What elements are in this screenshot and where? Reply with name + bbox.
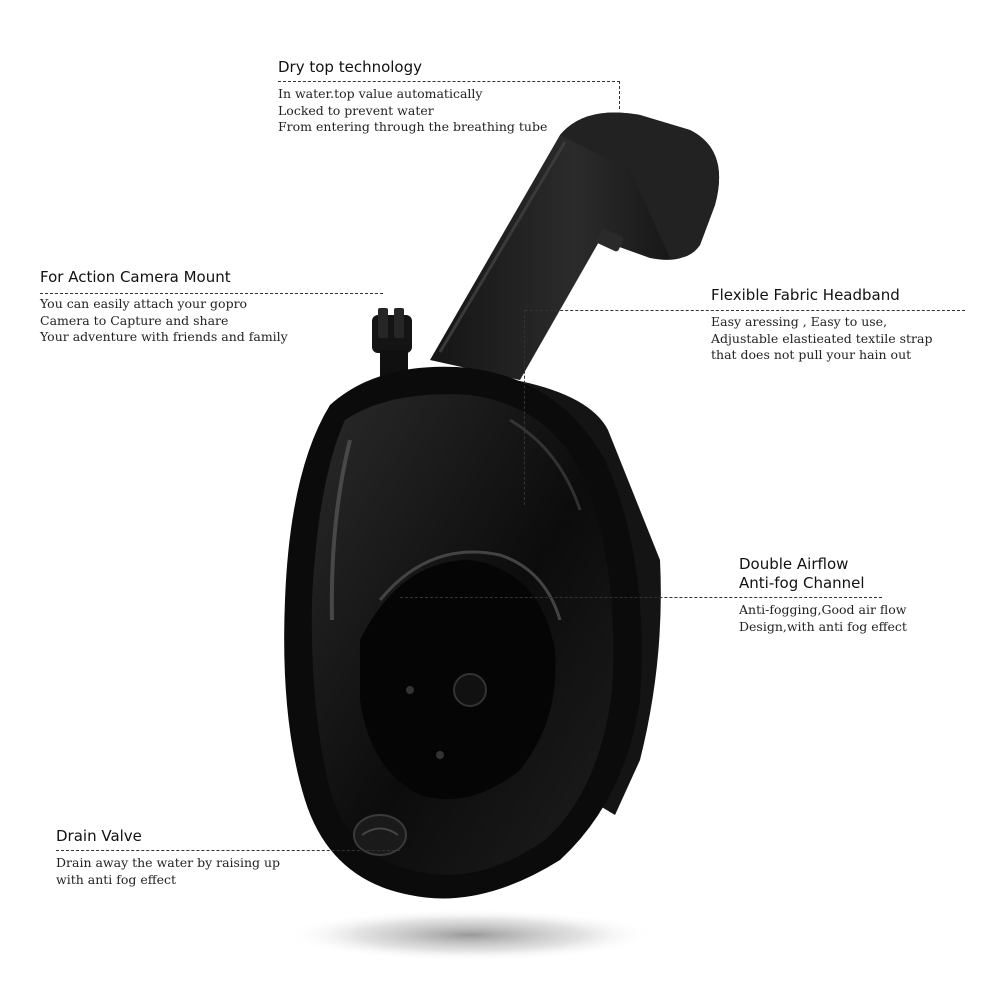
- callout-title: Flexible Fabric Headband: [711, 286, 900, 304]
- callout-title: Dry top technology: [278, 58, 423, 76]
- leader-line: [525, 310, 965, 311]
- callout-desc-line: Drain away the water by raising up: [56, 855, 281, 870]
- leader-line: [524, 310, 525, 505]
- shadow: [285, 909, 655, 961]
- callout-desc-line: with anti fog effect: [56, 871, 177, 887]
- leader-line: [56, 850, 400, 851]
- callout-airflow: Double Airflow Anti-fog Channel Anti-fog…: [739, 555, 907, 635]
- drain-valve: [353, 814, 407, 856]
- callout-desc-line: In water.top value automatically: [278, 86, 483, 101]
- callout-desc-line: Camera to Capture and share: [40, 312, 229, 328]
- snorkel-tube: [430, 112, 720, 380]
- callout-title: Anti-fog Channel: [739, 574, 865, 592]
- callout-desc-line: Design,with anti fog effect: [739, 618, 907, 634]
- callout-camera-mount: For Action Camera Mount You can easily a…: [40, 268, 288, 346]
- camera-mount: [372, 308, 412, 380]
- callout-desc-line: Adjustable elastieated textile strap: [711, 330, 933, 346]
- callout-desc-line: Anti-fogging,Good air flow: [739, 602, 907, 617]
- callout-drain-valve: Drain Valve Drain away the water by rais…: [56, 827, 280, 888]
- callout-title: Drain Valve: [56, 827, 142, 845]
- leader-line: [278, 81, 620, 82]
- callout-desc-line: Locked to prevent water: [278, 102, 434, 118]
- callout-title: For Action Camera Mount: [40, 268, 231, 286]
- leader-line: [619, 81, 620, 109]
- callout-desc-line: Your adventure with friends and family: [40, 329, 288, 344]
- callout-desc-line: From entering through the breathing tube: [278, 119, 548, 134]
- callout-desc-line: Easy aressing , Easy to use,: [711, 314, 888, 329]
- callout-headband: Flexible Fabric Headband Easy aressing ,…: [711, 286, 932, 364]
- callout-desc-line: that does not pull your hain out: [711, 347, 912, 362]
- leader-line: [40, 293, 383, 294]
- callout-dry-top: Dry top technology In water.top value au…: [278, 58, 547, 136]
- callout-title: Double Airflow: [739, 555, 849, 573]
- leader-line: [400, 597, 882, 598]
- callout-desc-line: You can easily attach your gopro: [40, 296, 248, 311]
